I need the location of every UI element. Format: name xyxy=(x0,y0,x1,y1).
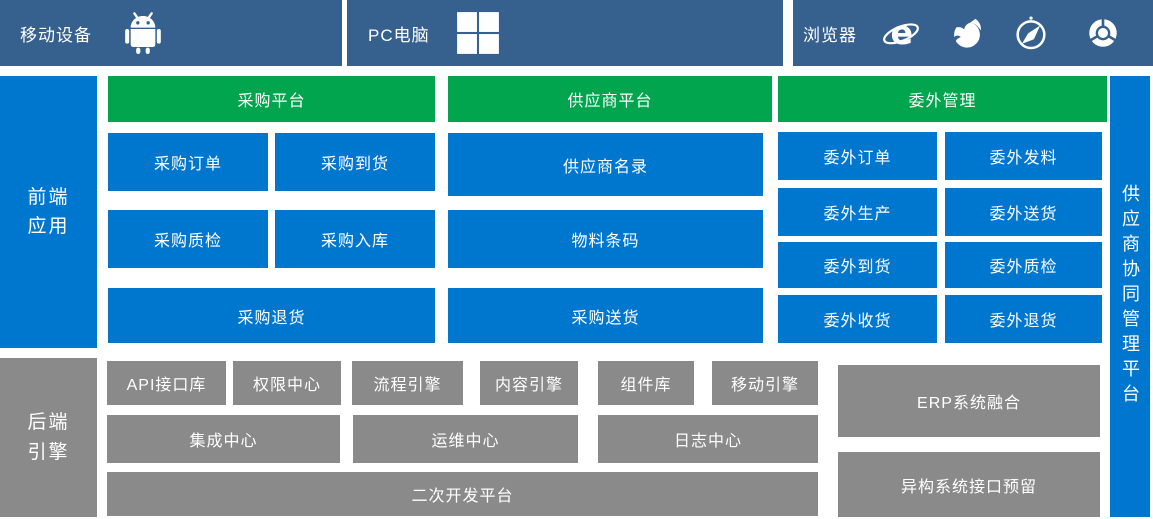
safari-icon xyxy=(1011,13,1051,53)
module-outsource-receiving: 委外收货 xyxy=(778,295,937,343)
svg-text:e: e xyxy=(891,13,914,52)
frontend-rail-line2: 应用 xyxy=(27,216,70,237)
module-outsource-order: 委外订单 xyxy=(778,132,937,180)
module-outsource-material-issue: 委外发料 xyxy=(945,132,1102,180)
browser-label: 浏览器 xyxy=(803,25,857,45)
module-purchase-arrival: 采购到货 xyxy=(275,133,435,191)
android-icon xyxy=(123,10,163,56)
chrome-icon xyxy=(1083,13,1123,53)
ie-icon: e xyxy=(881,13,921,53)
header-procurement-platform: 采购平台 xyxy=(108,76,435,122)
mobile-devices-label: 移动设备 xyxy=(20,25,92,45)
backend-rail: 后端 引擎 xyxy=(0,358,97,517)
header-outsourcing-management: 委外管理 xyxy=(778,76,1107,122)
module-outsource-delivery: 委外送货 xyxy=(945,188,1102,236)
module-ops-center: 运维中心 xyxy=(353,415,578,463)
module-purchase-return: 采购退货 xyxy=(108,288,435,343)
module-erp-integration: ERP系统融合 xyxy=(838,365,1100,437)
module-api-library: API接口库 xyxy=(107,361,226,405)
backend-rail-line2: 引擎 xyxy=(27,441,70,463)
module-secondary-dev-platform: 二次开发平台 xyxy=(107,472,818,516)
module-component-library: 组件库 xyxy=(598,361,694,405)
module-purchase-qc: 采购质检 xyxy=(108,210,268,268)
module-permission-center: 权限中心 xyxy=(233,361,341,405)
header-supplier-platform: 供应商平台 xyxy=(448,76,772,122)
module-heterogeneous-interface: 异构系统接口预留 xyxy=(838,452,1100,517)
module-material-barcode: 物料条码 xyxy=(448,210,763,268)
module-content-engine: 内容引擎 xyxy=(480,361,578,405)
module-outsource-arrival: 委外到货 xyxy=(778,242,937,288)
module-purchase-order: 采购订单 xyxy=(108,133,268,191)
module-outsource-return: 委外退货 xyxy=(945,295,1102,343)
frontend-rail: 前端 应用 xyxy=(0,76,97,348)
frontend-rail-line1: 前端 xyxy=(27,186,70,208)
module-outsource-production: 委外生产 xyxy=(778,188,937,236)
module-integration-center: 集成中心 xyxy=(107,415,340,463)
module-log-center: 日志中心 xyxy=(598,415,818,463)
topbar-segment-pc: PC电脑 xyxy=(347,0,783,66)
firefox-icon xyxy=(947,13,987,53)
module-purchase-warehousing: 采购入库 xyxy=(275,210,435,268)
right-rail-platform: 供应商协同管理平台 xyxy=(1110,76,1150,517)
module-supplier-directory: 供应商名录 xyxy=(448,133,763,196)
topbar-segment-browser: 浏览器 e xyxy=(793,0,1153,66)
module-outsource-qc: 委外质检 xyxy=(945,242,1102,288)
windows-icon xyxy=(455,10,501,56)
backend-rail-line1: 后端 xyxy=(27,412,70,434)
module-purchase-delivery: 采购送货 xyxy=(448,288,763,343)
module-process-engine: 流程引擎 xyxy=(352,361,463,405)
module-mobile-engine: 移动引擎 xyxy=(712,361,818,405)
topbar-segment-mobile: 移动设备 xyxy=(0,0,342,66)
pc-label: PC电脑 xyxy=(368,25,430,45)
